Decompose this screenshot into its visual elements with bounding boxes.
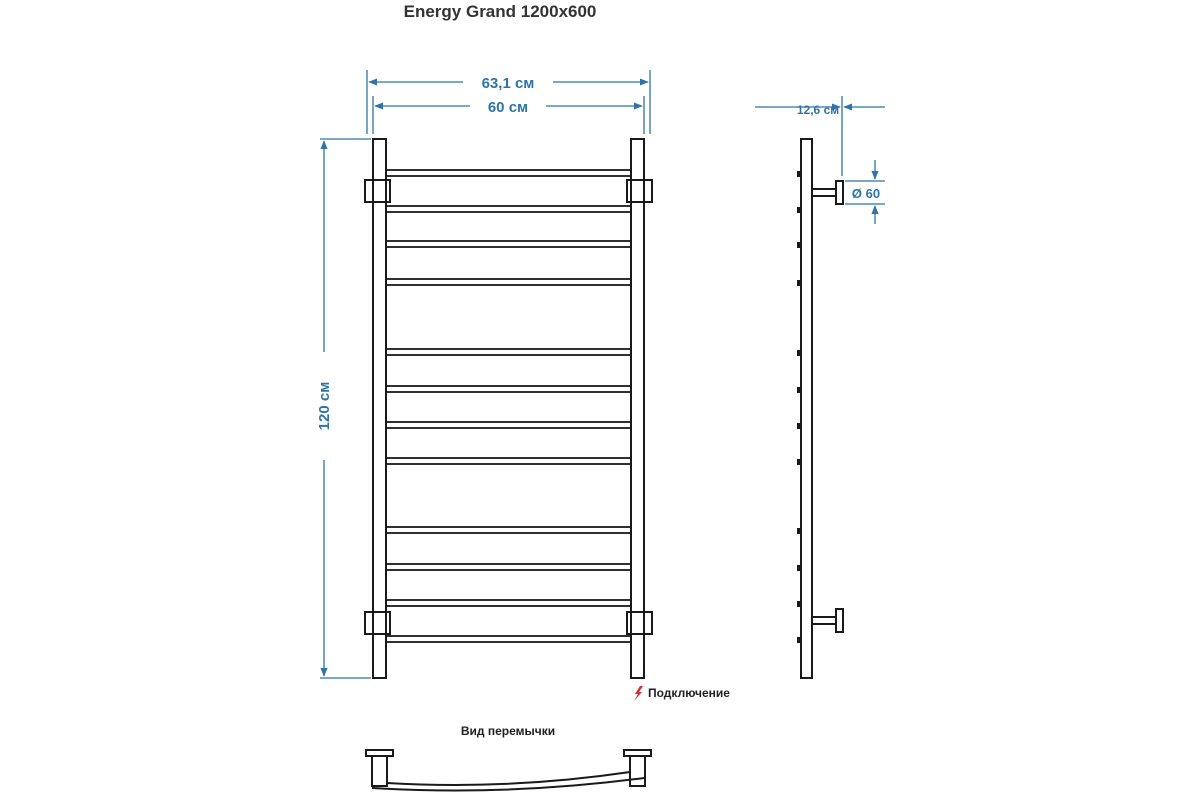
bar-end [797, 601, 801, 607]
crossbar [385, 385, 632, 393]
overall-width-label: 63,1 см [482, 75, 535, 92]
crossbar [385, 599, 632, 607]
side-post [800, 138, 813, 679]
crossbar [385, 526, 632, 534]
bar-end [797, 387, 801, 393]
bar-end [797, 637, 801, 643]
crossbar [385, 348, 632, 356]
crossbar [385, 278, 632, 286]
crossbars [385, 169, 632, 643]
depth-label: 12,6 см [797, 103, 839, 117]
side-flange-bottom [835, 608, 844, 633]
bar-end [797, 207, 801, 213]
side-bracket-bottom [811, 616, 837, 625]
jumper-stem-right [629, 755, 646, 787]
drawing-title: Energy Grand 1200x600 [404, 2, 597, 21]
inner-width-label: 60 см [488, 99, 528, 116]
bar-end [797, 280, 801, 286]
front-dimensions [320, 70, 651, 679]
crossbar [385, 563, 632, 571]
crossbar [385, 635, 632, 643]
bar-end [797, 242, 801, 248]
jumper-curve [371, 777, 645, 792]
side-dimensions [755, 96, 885, 224]
height-label: 120 см [316, 382, 333, 431]
jumper-view [365, 749, 652, 792]
lightning-bolt-icon [634, 686, 643, 701]
bar-end [797, 423, 801, 429]
crossbar [385, 169, 632, 177]
connection-legend: Подключение [634, 686, 730, 701]
crossbar [385, 421, 632, 429]
mount-top-right [626, 179, 653, 203]
jumper-view-label: Вид перемычки [461, 724, 555, 738]
bar-end [797, 528, 801, 534]
crossbar [385, 205, 632, 213]
bar-end [797, 350, 801, 356]
left-post [372, 138, 387, 679]
right-post [630, 138, 645, 679]
bar-end [797, 565, 801, 571]
mount-bottom-left [364, 611, 391, 635]
side-view [797, 138, 844, 679]
mount-top-left [364, 179, 391, 203]
mount-bottom-right [626, 611, 653, 635]
bar-end [797, 459, 801, 465]
side-flange-top [835, 180, 844, 205]
crossbar [385, 240, 632, 248]
bar-ends [797, 171, 801, 643]
front-view [364, 138, 653, 679]
jumper-curve-inner [386, 771, 631, 786]
side-bracket-top [811, 188, 837, 197]
diameter-label: Ø 60 [852, 186, 880, 201]
connection-label: Подключение [648, 686, 730, 700]
crossbar [385, 457, 632, 465]
bar-end [797, 171, 801, 177]
jumper-stem-left [371, 755, 388, 787]
